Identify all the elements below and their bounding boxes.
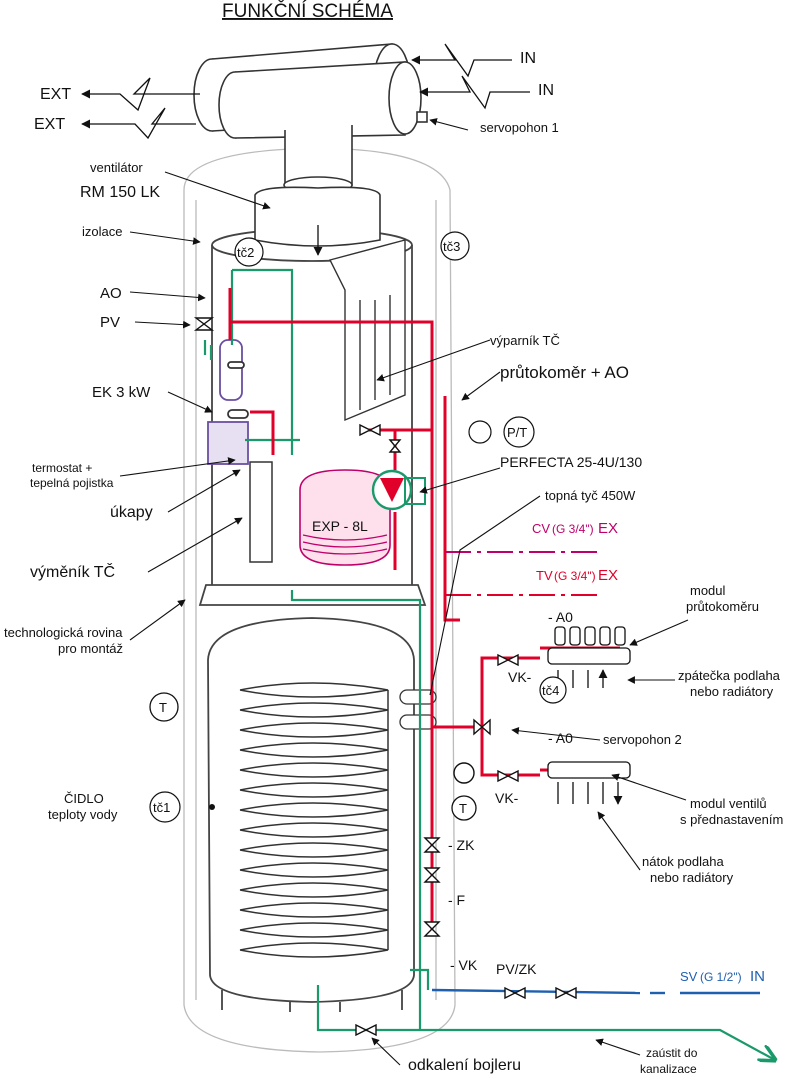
evaporator-housing bbox=[328, 239, 406, 422]
tech-rovina-label-1: technologická rovina bbox=[4, 625, 123, 640]
sensor-dot bbox=[209, 804, 215, 810]
air-ext-label-2: EXT bbox=[34, 116, 65, 133]
cv-pipe-name: CV bbox=[532, 521, 550, 536]
izolace-label: izolace bbox=[82, 224, 122, 239]
electric-heater bbox=[207, 339, 249, 465]
cidlo-label-1: ČIDLO bbox=[64, 791, 104, 806]
prutokomer-ao-label: průtokoměr + AO bbox=[500, 363, 629, 382]
expansion-vessel bbox=[299, 469, 391, 566]
coil-outlet-fitting bbox=[399, 714, 437, 730]
tv-pipe-size: (G 3/4") bbox=[554, 569, 596, 583]
ek-label: EK 3 kW bbox=[92, 384, 151, 401]
tank-body bbox=[198, 228, 427, 1012]
natok-label-2: nebo radiátory bbox=[650, 870, 734, 885]
tv-pipe-suffix: EX bbox=[598, 567, 618, 584]
insulation-jacket bbox=[183, 147, 456, 1053]
sv-line bbox=[431, 988, 760, 995]
modul-prutokomeru-label-1: modul bbox=[690, 583, 726, 598]
t-left-label: T bbox=[159, 700, 167, 715]
servopohon-2-label: servopohon 2 bbox=[603, 732, 682, 747]
coil-heat-exchanger bbox=[239, 682, 389, 958]
tc4-marker bbox=[539, 676, 567, 704]
tc3-marker bbox=[440, 231, 470, 261]
page-title: FUNKČNÍ SCHÉMA bbox=[222, 0, 393, 22]
flow-meter-dial bbox=[468, 420, 492, 444]
perfecta-label: PERFECTA 25-4U/130 bbox=[500, 454, 642, 470]
flow-meter-manifold bbox=[547, 626, 631, 688]
valve-manifold bbox=[547, 761, 631, 804]
vyparnik-label: výparník TČ bbox=[490, 333, 560, 348]
a0-mid-label: - A0 bbox=[548, 730, 573, 746]
vk-top-label: VK- bbox=[508, 669, 532, 685]
pt-marker bbox=[503, 416, 535, 448]
ao-label: AO bbox=[100, 285, 122, 302]
modul-ventilu-label-2: s přednastavením bbox=[680, 812, 783, 827]
f-label: - F bbox=[448, 892, 465, 908]
pvzk-label: PV/ZK bbox=[496, 961, 537, 977]
ukapy-label: úkapy bbox=[110, 504, 153, 521]
tc2-marker bbox=[234, 237, 264, 267]
vk-mid-label: VK- bbox=[495, 790, 519, 806]
heating-rod-fitting bbox=[399, 689, 437, 705]
circulation-pump bbox=[371, 469, 426, 511]
green-pipework bbox=[203, 268, 775, 1060]
a0-top-label: - A0 bbox=[548, 609, 573, 625]
temperature-sensor-left bbox=[149, 692, 179, 722]
ventilator-label: ventilátor bbox=[90, 160, 143, 175]
air-in-label-1: IN bbox=[520, 50, 536, 67]
cv-pipe-suffix: EX bbox=[598, 520, 618, 537]
odkaleni-label: odkalení bojleru bbox=[408, 1057, 521, 1074]
zpatecka-label-2: nebo radiátory bbox=[690, 684, 774, 699]
modul-ventilu-label-1: modul ventilů bbox=[690, 796, 767, 811]
sv-pipe-name: SV bbox=[680, 969, 698, 984]
sv-pipe-suffix: IN bbox=[750, 968, 765, 985]
valves bbox=[193, 317, 577, 1037]
zpatecka-label-1: zpátečka podlaha bbox=[678, 668, 781, 683]
modul-prutokomeru-label-2: průtokoměru bbox=[686, 599, 759, 614]
temperature-sensor-right bbox=[451, 795, 477, 821]
cidlo-label-2: teploty vody bbox=[48, 807, 118, 822]
natok-label-1: nátok podlaha bbox=[642, 854, 724, 869]
tv-pipe-name: TV bbox=[536, 568, 553, 583]
leader-lines bbox=[119, 118, 689, 1066]
tc1-marker bbox=[149, 791, 181, 823]
vymenik-label: výměník TČ bbox=[30, 562, 115, 581]
tech-rovina-label-2: pro montáž bbox=[58, 641, 123, 656]
termostat-label-2: tepelná pojistka bbox=[30, 476, 114, 490]
exp-label: EXP - 8L bbox=[312, 518, 368, 534]
zaustit-label-2: kanalizace bbox=[640, 1062, 697, 1076]
air-duct-assembly bbox=[193, 43, 428, 247]
thermometer-gauge bbox=[453, 762, 475, 784]
pv-label: PV bbox=[100, 314, 120, 331]
cv-pipe-size: (G 3/4") bbox=[552, 522, 594, 536]
ventilator-model-label: RM 150 LK bbox=[80, 184, 160, 201]
pt-label: P/T bbox=[507, 425, 527, 440]
tc4-label: tč4 bbox=[542, 683, 559, 698]
air-arrows bbox=[81, 43, 530, 256]
servopohon-1-label: servopohon 1 bbox=[480, 120, 559, 135]
tc1-label: tč1 bbox=[153, 800, 170, 815]
air-in-label-2: IN bbox=[538, 82, 554, 99]
zaustit-label-1: zaústit do bbox=[646, 1046, 698, 1060]
plate-heat-exchanger bbox=[249, 461, 273, 563]
topna-tyc-label: topná tyč 450W bbox=[545, 488, 636, 503]
termostat-label-1: termostat + bbox=[32, 461, 92, 475]
t-right-label: T bbox=[459, 801, 467, 816]
air-ext-label-1: EXT bbox=[40, 86, 71, 103]
tc2-label: tč2 bbox=[237, 245, 254, 260]
vk-bottom-label: - VK bbox=[450, 957, 478, 973]
tc3-label: tč3 bbox=[443, 239, 460, 254]
sv-pipe-size: (G 1/2") bbox=[700, 970, 742, 984]
zk-label: - ZK bbox=[448, 837, 475, 853]
